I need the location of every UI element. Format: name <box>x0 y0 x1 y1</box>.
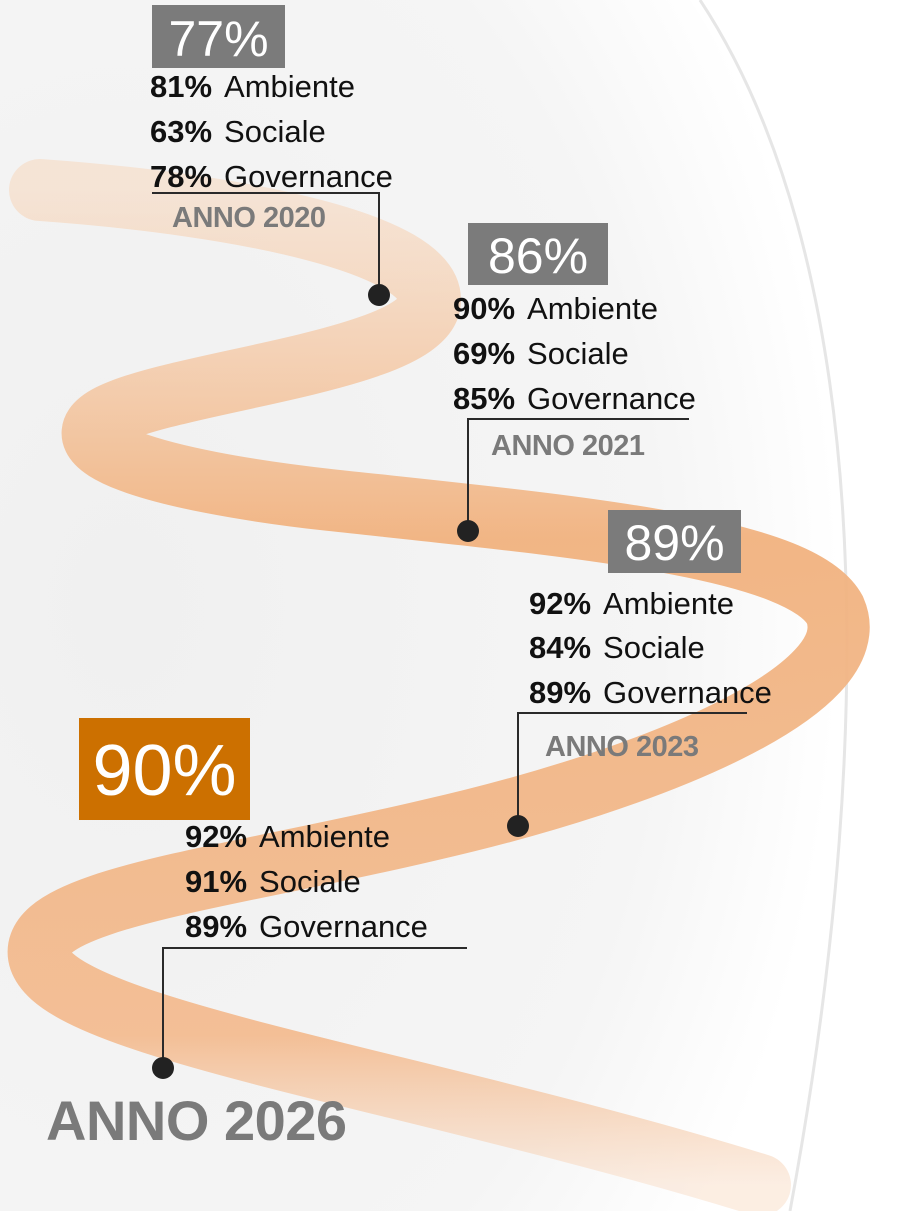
stat-pct: 91% <box>185 864 248 899</box>
stat-line-ambiente-2021: 90% Ambiente <box>453 293 658 324</box>
connector-v-2020 <box>378 192 380 292</box>
stat-pct: 89% <box>185 909 248 944</box>
milestone-dot-2023 <box>507 815 529 837</box>
stat-pct: 69% <box>453 336 516 371</box>
stat-pct: 90% <box>453 291 516 326</box>
stat-pct: 81% <box>150 69 213 104</box>
stat-line-governance-2026: 89% Governance <box>185 911 428 942</box>
stat-label: Governance <box>224 159 393 194</box>
connector-v-2021 <box>467 418 469 526</box>
connector-h-2026 <box>162 947 467 949</box>
year-label-2026: ANNO 2026 <box>46 1089 347 1152</box>
sweep-edge <box>698 0 849 1211</box>
total-badge-2026: 90% <box>79 718 250 820</box>
milestone-dot-2020 <box>368 284 390 306</box>
stat-pct: 85% <box>453 381 516 416</box>
stat-label: Governance <box>259 909 428 944</box>
year-label-2020: ANNO 2020 <box>172 202 326 234</box>
connector-h-2023 <box>517 712 747 714</box>
connector-v-2026 <box>162 947 164 1063</box>
stat-label: Ambiente <box>259 819 391 854</box>
stat-line-sociale-2021: 69% Sociale <box>453 338 629 369</box>
year-label-2023: ANNO 2023 <box>545 731 699 763</box>
stat-label: Governance <box>527 381 696 416</box>
stat-label: Sociale <box>603 630 705 665</box>
stat-label: Sociale <box>259 864 361 899</box>
stat-line-governance-2021: 85% Governance <box>453 383 696 414</box>
stat-pct: 84% <box>529 630 592 665</box>
stat-line-sociale-2026: 91% Sociale <box>185 866 361 897</box>
milestone-dot-2026 <box>152 1057 174 1079</box>
milestone-dot-2021 <box>457 520 479 542</box>
connector-v-2023 <box>517 712 519 822</box>
stat-pct: 63% <box>150 114 213 149</box>
connector-h-2020 <box>152 192 380 194</box>
stat-line-ambiente-2026: 92% Ambiente <box>185 821 390 852</box>
stat-pct: 92% <box>529 586 592 621</box>
stat-label: Governance <box>603 675 772 710</box>
year-label-2021: ANNO 2021 <box>491 430 645 462</box>
stat-line-governance-2020: 78% Governance <box>150 161 393 192</box>
total-badge-2021: 86% <box>468 223 608 285</box>
stat-label: Sociale <box>224 114 326 149</box>
total-badge-2020: 77% <box>152 5 285 68</box>
stat-pct: 78% <box>150 159 213 194</box>
connector-h-2021 <box>467 418 689 420</box>
stat-line-governance-2023: 89% Governance <box>529 677 772 708</box>
stat-line-sociale-2020: 63% Sociale <box>150 116 326 147</box>
stat-label: Ambiente <box>224 69 356 104</box>
stat-label: Ambiente <box>603 586 735 621</box>
stat-pct: 89% <box>529 675 592 710</box>
stat-line-ambiente-2020: 81% Ambiente <box>150 71 355 102</box>
winding-road <box>8 159 870 1211</box>
stat-line-ambiente-2023: 92% Ambiente <box>529 588 734 619</box>
stat-label: Sociale <box>527 336 629 371</box>
stat-line-sociale-2023: 84% Sociale <box>529 632 705 663</box>
stat-pct: 92% <box>185 819 248 854</box>
total-badge-2023: 89% <box>608 510 741 573</box>
stat-label: Ambiente <box>527 291 659 326</box>
